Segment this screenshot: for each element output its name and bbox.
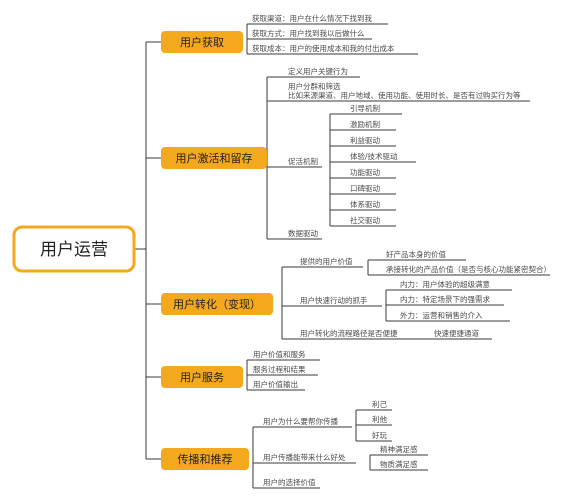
mechanism-item: 功能驱动: [350, 167, 380, 177]
root-label: 用户运营: [40, 240, 108, 260]
spread-item: 用户传播能带来什么好处: [263, 452, 346, 462]
spread-item: 用户的选择价值: [263, 477, 316, 487]
spread-item: 用户为什么要帮你传播: [263, 416, 338, 426]
spread-why-item: 利他: [372, 414, 387, 424]
conversion-grip-item: 内力：用户体验的超级满意: [400, 279, 490, 289]
activation-item-note: 比如来源渠道、用户地域、使用功能、使用时长、是否有过购买行为等: [288, 90, 521, 100]
branch-label-acquisition: 用户获取: [180, 35, 224, 49]
conversion-item: 用户快速行动的抓手: [300, 295, 368, 305]
acquisition-item: 获取成本：用户的使用成本和我的付出成本: [252, 43, 395, 53]
service-item: 服务过程和结果: [253, 364, 306, 374]
root-node: [12, 225, 136, 273]
branch-label-service: 用户服务: [180, 370, 224, 384]
mechanism-item: 体系驱动: [350, 199, 380, 209]
branch-node-conversion: [161, 293, 273, 315]
branch-node-spread: [161, 448, 249, 470]
conversion-item: 提供的用户价值: [300, 256, 353, 266]
spread-why-item: 利己: [372, 399, 387, 409]
branch-node-service: [161, 366, 243, 388]
activation-item: 定义用户关键行为: [288, 66, 348, 76]
conversion-value-item: 承接转化的产品价值（是否与核心功能紧密契合）: [386, 264, 551, 274]
service-item: 用户价值输出: [253, 379, 298, 389]
mechanism-item: 利益驱动: [350, 135, 380, 145]
branch-node-acquisition: [161, 31, 243, 53]
connector-lines: [134, 23, 550, 489]
branch-node-activation: [161, 147, 267, 169]
mechanism-item: 体验/技术驱动: [350, 151, 398, 161]
spread-why-item: 好玩: [372, 430, 387, 440]
activation-item: 促活机制: [288, 156, 318, 166]
service-item: 用户价值和服务: [253, 349, 306, 359]
spread-benefit-item: 精神满足感: [380, 444, 418, 454]
acquisition-item: 获取方式：用户找到我以后做什么: [252, 28, 365, 38]
conversion-grip-item: 外力：运营和销售的介入: [400, 310, 483, 320]
mechanism-item: 激励机制: [350, 119, 380, 129]
activation-item: 数据驱动: [288, 228, 318, 238]
conversion-path-item: 快速便捷通道: [434, 328, 479, 338]
mechanism-item: 引导机制: [350, 103, 380, 113]
activation-item: 用户分群和筛选: [288, 81, 341, 91]
conversion-value-item: 好产品本身的价值: [386, 249, 446, 259]
branch-label-activation: 用户激活和留存: [176, 151, 253, 165]
conversion-item: 用户转化的流程路径是否便捷: [300, 328, 398, 338]
branch-label-spread: 传播和推荐: [178, 452, 233, 466]
spread-benefit-item: 物质满足感: [380, 459, 418, 469]
mechanism-item: 社交驱动: [350, 215, 380, 225]
conversion-grip-item: 内力：特定场景下的强需求: [400, 294, 490, 304]
branch-label-conversion: 用户转化（变现）: [173, 297, 261, 311]
mechanism-item: 口碑驱动: [350, 183, 380, 193]
acquisition-item: 获取渠道：用户在什么情况下找到我: [252, 13, 372, 23]
